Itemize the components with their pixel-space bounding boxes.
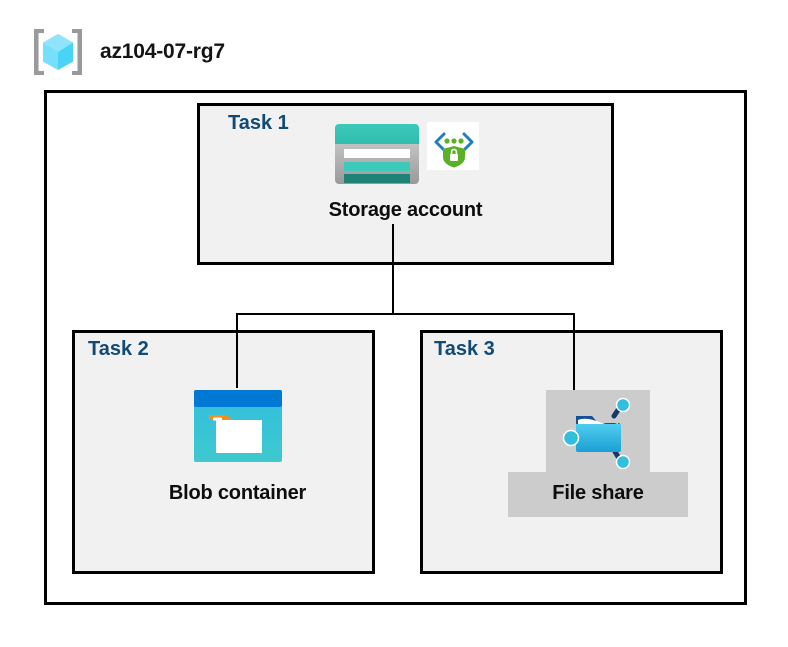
file-share-label-highlight: File share [508, 472, 688, 517]
file-share-icon [562, 397, 631, 470]
file-share-icon-highlight [546, 390, 650, 472]
task-1-label: Task 1 [228, 112, 289, 134]
resource-group-cube-icon [34, 29, 82, 75]
task-3-label: Task 3 [434, 338, 495, 360]
blob-container-label: Blob container [168, 482, 307, 504]
storage-account-node: Storage account [253, 122, 558, 222]
file-share-label: File share [552, 482, 644, 504]
blob-container-icon [193, 390, 282, 462]
storage-account-icon [334, 124, 419, 184]
file-share-node: File share [498, 390, 698, 517]
blob-container-node: Blob container [135, 388, 340, 505]
resource-group-title: az104-07-rg7 [100, 40, 225, 63]
connector-task1-trunk [392, 224, 394, 315]
connector-to-task3 [573, 313, 575, 390]
task-2-label: Task 2 [88, 338, 149, 360]
resource-group-header: az104-07-rg7 [30, 26, 225, 78]
connector-to-task2 [236, 313, 238, 388]
storage-account-icon-group [333, 122, 479, 188]
secure-transfer-shield-lock-icon [426, 122, 479, 170]
storage-account-label: Storage account [328, 199, 483, 221]
connector-horizontal-bus [236, 313, 575, 315]
